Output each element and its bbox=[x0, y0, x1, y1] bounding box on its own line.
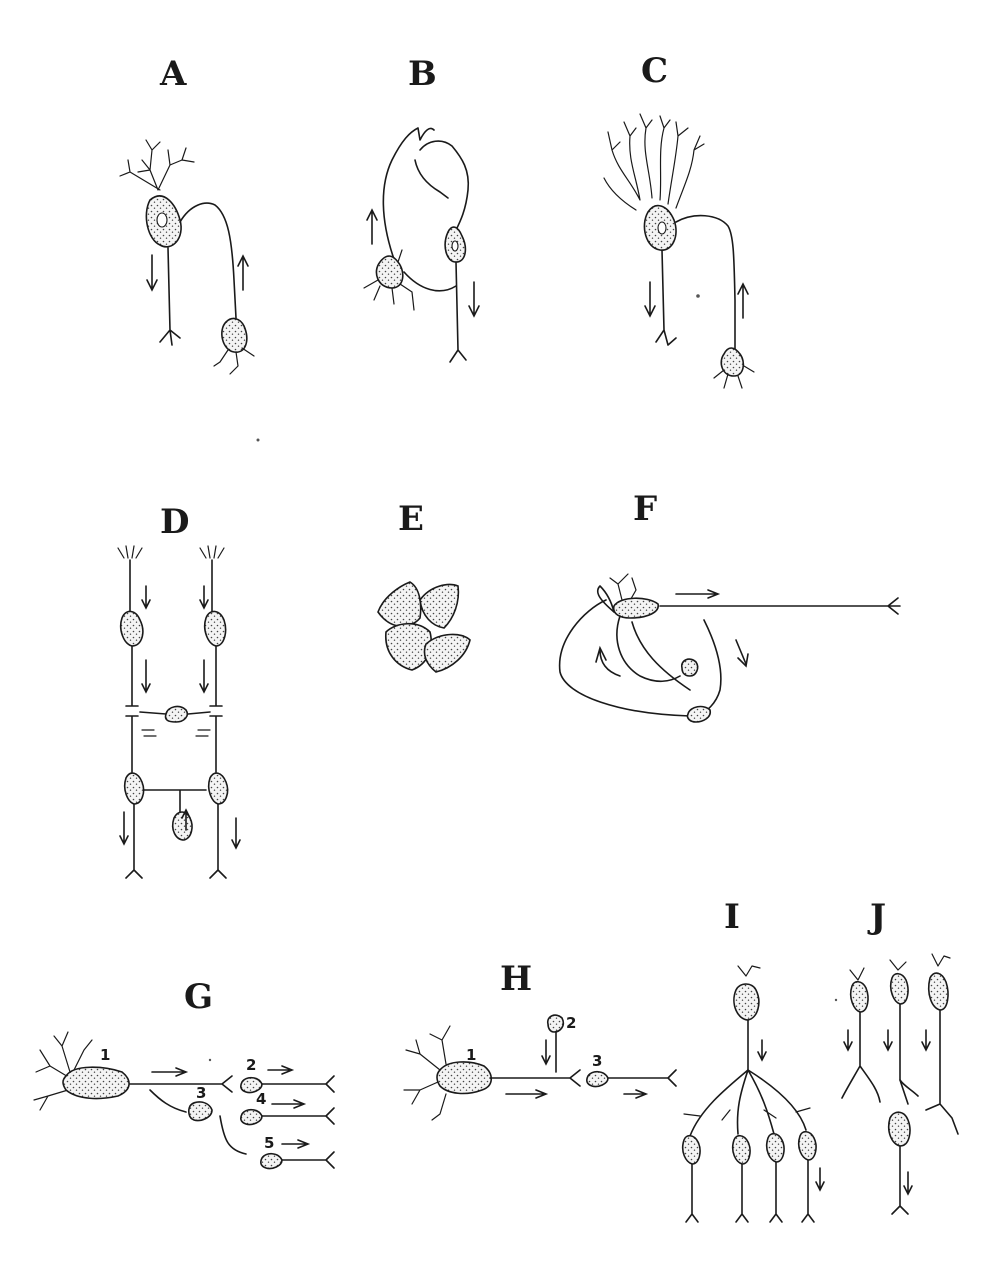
panel-h-drawing: 1 2 3 bbox=[404, 1014, 676, 1120]
speck-3 bbox=[209, 1059, 211, 1061]
g-label-3: 3 bbox=[196, 1084, 206, 1102]
panel-label-b: B bbox=[408, 54, 437, 94]
h-label-3: 3 bbox=[592, 1052, 602, 1070]
speck-4 bbox=[835, 999, 837, 1001]
panel-label-f: F bbox=[633, 489, 657, 529]
panel-label-c: C bbox=[641, 51, 668, 91]
g-label-5: 5 bbox=[264, 1134, 274, 1152]
panel-b-drawing bbox=[364, 128, 479, 362]
h-label-1: 1 bbox=[466, 1046, 476, 1064]
panel-label-j: J bbox=[867, 897, 886, 937]
h-label-2: 2 bbox=[566, 1014, 576, 1032]
speck-1 bbox=[257, 439, 260, 442]
g-label-1: 1 bbox=[100, 1046, 110, 1064]
panel-i-drawing bbox=[683, 966, 824, 1222]
g-label-2: 2 bbox=[246, 1056, 256, 1074]
panel-e-drawing bbox=[378, 582, 470, 672]
panel-label-e: E bbox=[398, 499, 424, 539]
panel-c-drawing bbox=[604, 114, 754, 388]
panel-label-h: H bbox=[500, 959, 532, 999]
g-label-4: 4 bbox=[256, 1090, 266, 1108]
panel-j-drawing bbox=[842, 954, 958, 1214]
panel-f-drawing bbox=[560, 574, 900, 722]
panel-label-g: G bbox=[184, 977, 213, 1017]
panel-label-a: A bbox=[159, 54, 187, 94]
panel-a-drawing bbox=[120, 140, 254, 374]
speck-2 bbox=[696, 294, 700, 298]
panel-g-drawing: 1 3 2 4 5 bbox=[34, 1032, 334, 1169]
panel-d-drawing bbox=[118, 546, 240, 878]
panel-label-i: I bbox=[724, 897, 740, 937]
panel-label-d: D bbox=[160, 502, 189, 542]
